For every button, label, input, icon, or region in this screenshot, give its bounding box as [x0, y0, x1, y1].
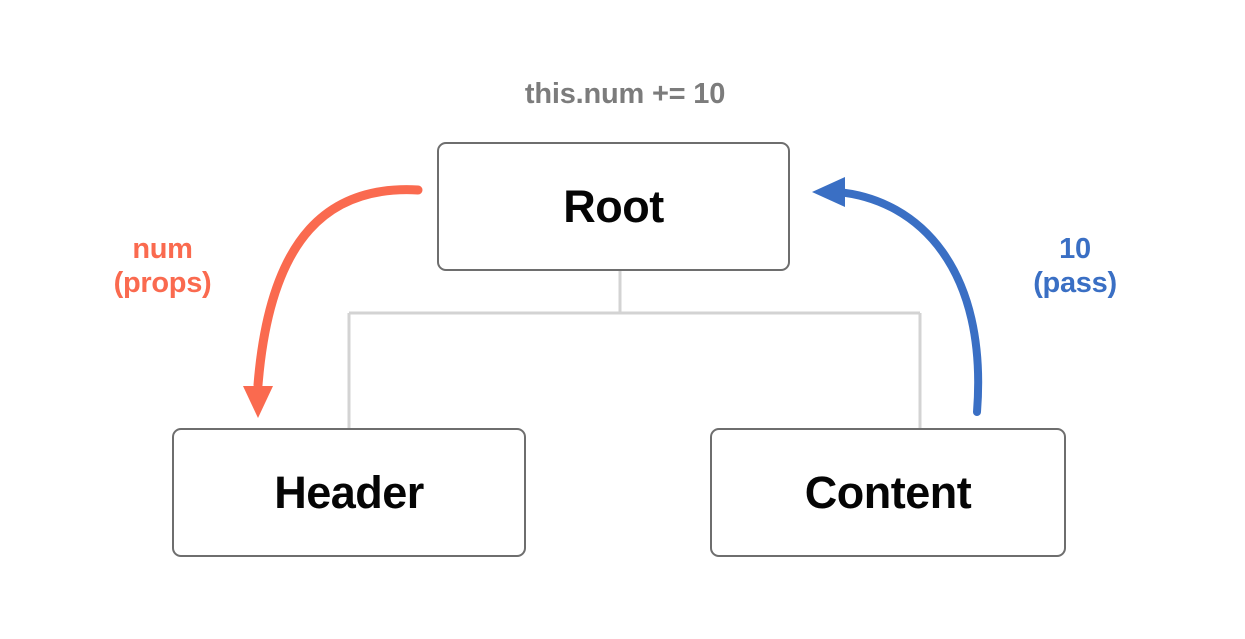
node-content-label: Content	[804, 467, 972, 518]
props-annotation-line-2: (props)	[113, 267, 212, 300]
node-root-label: Root	[563, 181, 664, 232]
pass-annotation: 10 (pass)	[985, 232, 1165, 300]
node-header-label: Header	[274, 467, 424, 518]
pass-annotation-line-2: (pass)	[1033, 267, 1117, 300]
node-header[interactable]: Header	[172, 428, 526, 557]
node-root[interactable]: Root	[437, 142, 790, 271]
node-content[interactable]: Content	[710, 428, 1066, 557]
props-annotation-line-1: num	[132, 233, 193, 265]
pass-annotation-line-1: 10	[1059, 233, 1091, 265]
props-arrow	[243, 185, 423, 418]
tree-connector	[347, 271, 922, 428]
root-expression-label: this.num += 10	[524, 78, 726, 110]
pass-arrow	[812, 177, 983, 416]
props-annotation: num (props)	[40, 232, 285, 300]
